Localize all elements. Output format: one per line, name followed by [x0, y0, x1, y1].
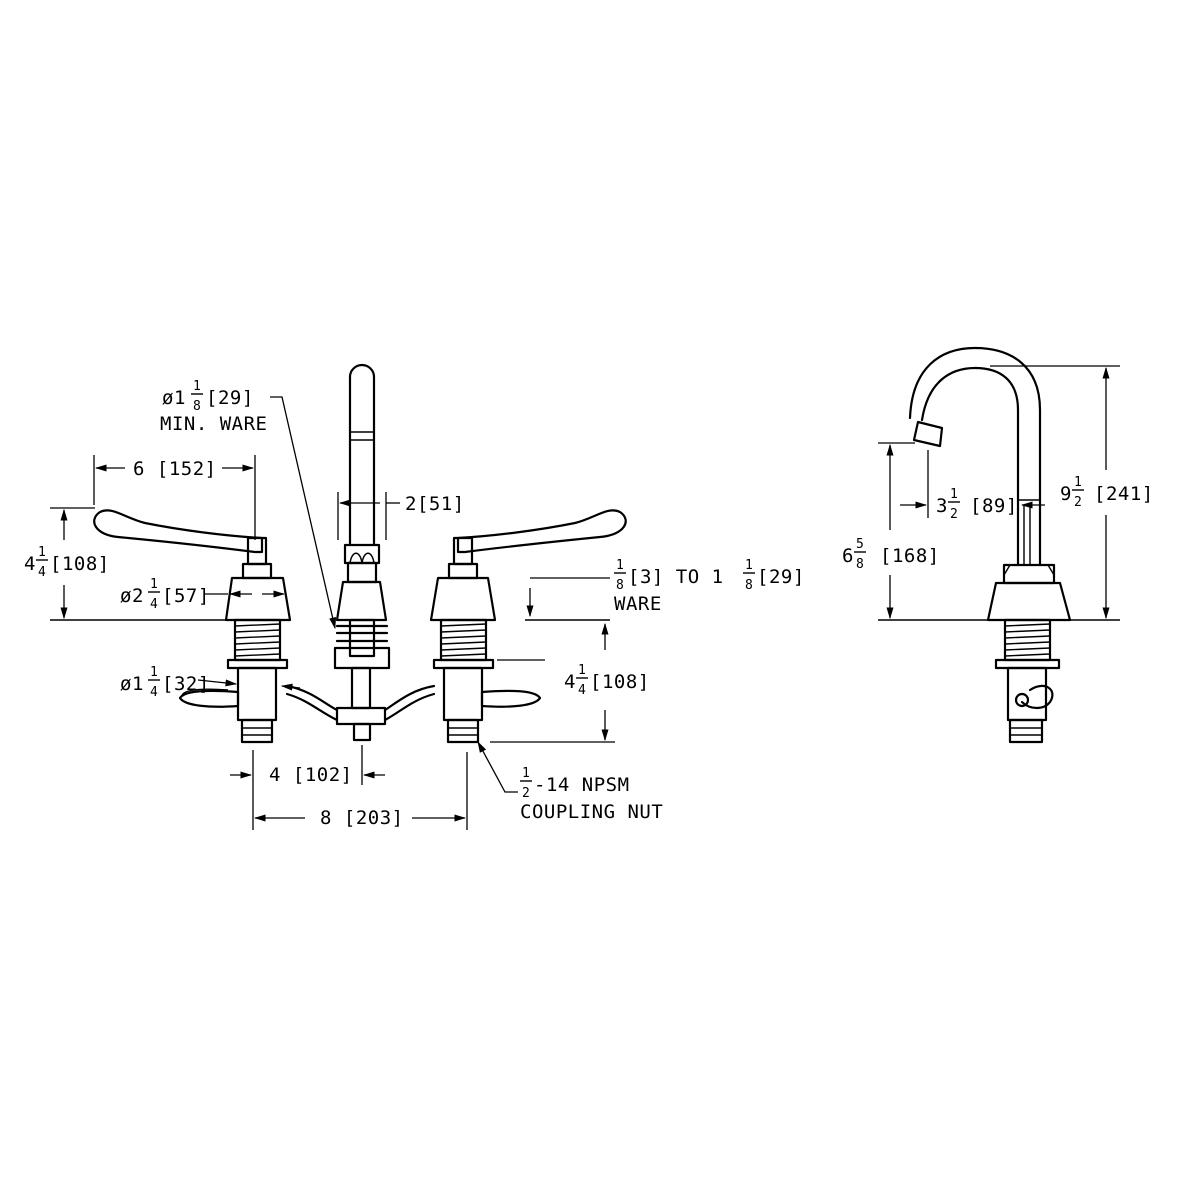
handle-height-whole: 4 — [24, 553, 36, 575]
ware-thk-den1: 8 — [616, 578, 624, 593]
side-gooseneck — [908, 346, 1042, 567]
spout-height-suffix: [241] — [1094, 483, 1154, 505]
dim-shank-length: 4 1 4 [108] — [490, 622, 650, 743]
handle-height-num: 1 — [38, 545, 46, 560]
esc-dia-prefix: ø2 — [120, 585, 144, 607]
spout-reach-suffix: [89] — [970, 495, 1018, 517]
side-view: 3 1 2 [89] 9 1 2 [241] 6 5 8 [168] — [842, 346, 1154, 744]
center-spout — [333, 363, 391, 742]
shank-length-whole: 4 — [564, 671, 576, 693]
spout-height-whole: 9 — [1060, 483, 1072, 505]
shank-dia-suffix: [32] — [162, 673, 210, 695]
dim-spout-diameter: 2[51] — [337, 492, 465, 540]
dim-spout-height: 9 1 2 [241] — [990, 365, 1154, 620]
ware-thk-note: WARE — [614, 593, 662, 615]
dim-spout-reach: 3 1 2 [89] — [900, 450, 1045, 522]
spout-height-den: 2 — [1074, 495, 1082, 510]
outlet-height-num: 5 — [856, 537, 864, 552]
shank-dia-den: 4 — [150, 685, 158, 700]
dim-ware-diameter: ø1 1 8 [29] MIN. WARE — [160, 379, 337, 630]
spout-dia-label: 2[51] — [405, 493, 465, 515]
coupling-den: 2 — [522, 786, 530, 801]
supply-hoses — [181, 684, 436, 722]
spout-reach-num: 1 — [950, 487, 958, 502]
dim-handle-height: 4 1 4 [108] — [24, 507, 110, 620]
ware-dia-suffix: [29] — [206, 387, 254, 409]
dim-center-to-center: 8 [203] — [253, 752, 468, 830]
dim-coupling-nut: 1 2 -14 NPSM COUPLING NUT — [477, 740, 663, 823]
spout-reach-whole: 3 — [936, 495, 948, 517]
dim-handle-reach: 6 [152] — [93, 455, 256, 540]
esc-dia-num: 1 — [150, 577, 158, 592]
front-view: ø1 1 8 [29] MIN. WARE 6 [152] 4 1 4 [108… — [24, 363, 805, 830]
shank-length-num: 1 — [578, 663, 586, 678]
outlet-height-den: 8 — [856, 557, 864, 572]
center-to-center-label: 8 [203] — [320, 807, 404, 829]
esc-dia-suffix: [57] — [162, 585, 210, 607]
handle-reach-label: 6 [152] — [133, 458, 217, 480]
handle-height-suffix: [108] — [50, 553, 110, 575]
ware-thk-num1: 1 — [616, 558, 624, 573]
shank-dia-num: 1 — [150, 665, 158, 680]
coupling-num: 1 — [522, 766, 530, 781]
shank-length-den: 4 — [578, 683, 586, 698]
dim-shank-diameter: ø1 1 4 [32] — [120, 665, 301, 700]
dim-outlet-height: 6 5 8 [168] — [842, 442, 940, 620]
coupling-note: COUPLING NUT — [520, 801, 663, 823]
ware-dia-note: MIN. WARE — [160, 413, 267, 435]
outlet-height-whole: 6 — [842, 545, 854, 567]
spout-height-num: 1 — [1074, 475, 1082, 490]
ware-thk-den2: 8 — [745, 578, 753, 593]
shank-dia-prefix: ø1 — [120, 673, 144, 695]
ware-thk-num2: 1 — [745, 558, 753, 573]
coupling-suffix: -14 NPSM — [534, 774, 630, 796]
dim-escutcheon-diameter: ø2 1 4 [57] — [120, 577, 286, 612]
shank-length-suffix: [108] — [590, 671, 650, 693]
dim-ware-thickness: 1 8 [3] TO 1 1 8 [29] WARE — [526, 558, 805, 618]
esc-dia-den: 4 — [150, 597, 158, 612]
ware-thk-suffix: [29] — [757, 566, 805, 588]
side-base — [986, 563, 1072, 744]
spout-reach-den: 2 — [950, 507, 958, 522]
ware-dia-prefix: ø1 — [162, 387, 186, 409]
ware-dia-num: 1 — [193, 379, 201, 394]
outlet-height-suffix: [168] — [880, 545, 940, 567]
dim-center-to-spout: 4 [102] — [230, 745, 385, 830]
center-to-spout-label: 4 [102] — [269, 764, 353, 786]
ware-dia-den: 8 — [193, 399, 201, 414]
right-handle — [429, 509, 627, 744]
left-handle — [93, 509, 292, 744]
handle-height-den: 4 — [38, 565, 46, 580]
ware-thk-mid: [3] TO 1 — [628, 566, 724, 588]
